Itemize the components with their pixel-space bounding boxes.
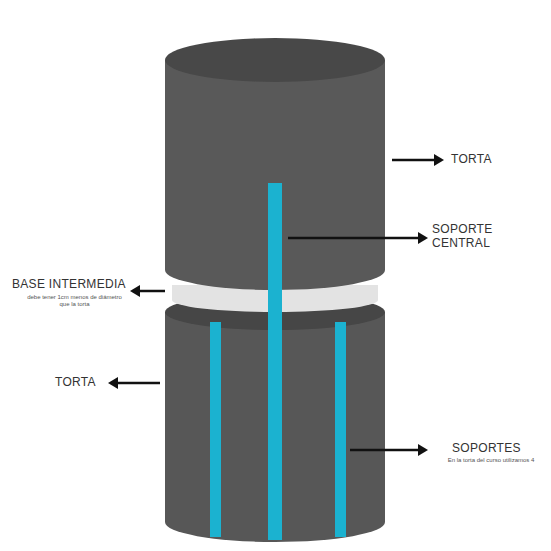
- part-label: TORTA: [55, 376, 96, 390]
- part-label: SOPORTE CENTRAL: [432, 223, 506, 251]
- leader-line: [350, 449, 420, 452]
- note-text: debe tener 1cm menos de diámetro que la …: [22, 294, 127, 308]
- arrowhead: [130, 285, 140, 297]
- side-support: [335, 322, 346, 537]
- leader-line: [138, 290, 165, 293]
- part-label: BASE INTERMEDIA: [12, 278, 126, 292]
- arrowhead: [108, 377, 118, 389]
- side-support: [210, 322, 221, 537]
- leader-line: [118, 382, 160, 385]
- part-label: TORTA: [451, 153, 492, 167]
- part-label: SOPORTES: [452, 442, 521, 456]
- top-cake-top: [165, 38, 385, 82]
- arrowhead: [418, 444, 428, 456]
- arrowhead: [434, 154, 444, 166]
- central-support: [268, 183, 282, 540]
- arrowhead: [418, 232, 428, 244]
- note-text: En la torta del curso utilizamos 4: [435, 457, 547, 464]
- leader-line: [392, 159, 436, 162]
- leader-line: [288, 237, 420, 240]
